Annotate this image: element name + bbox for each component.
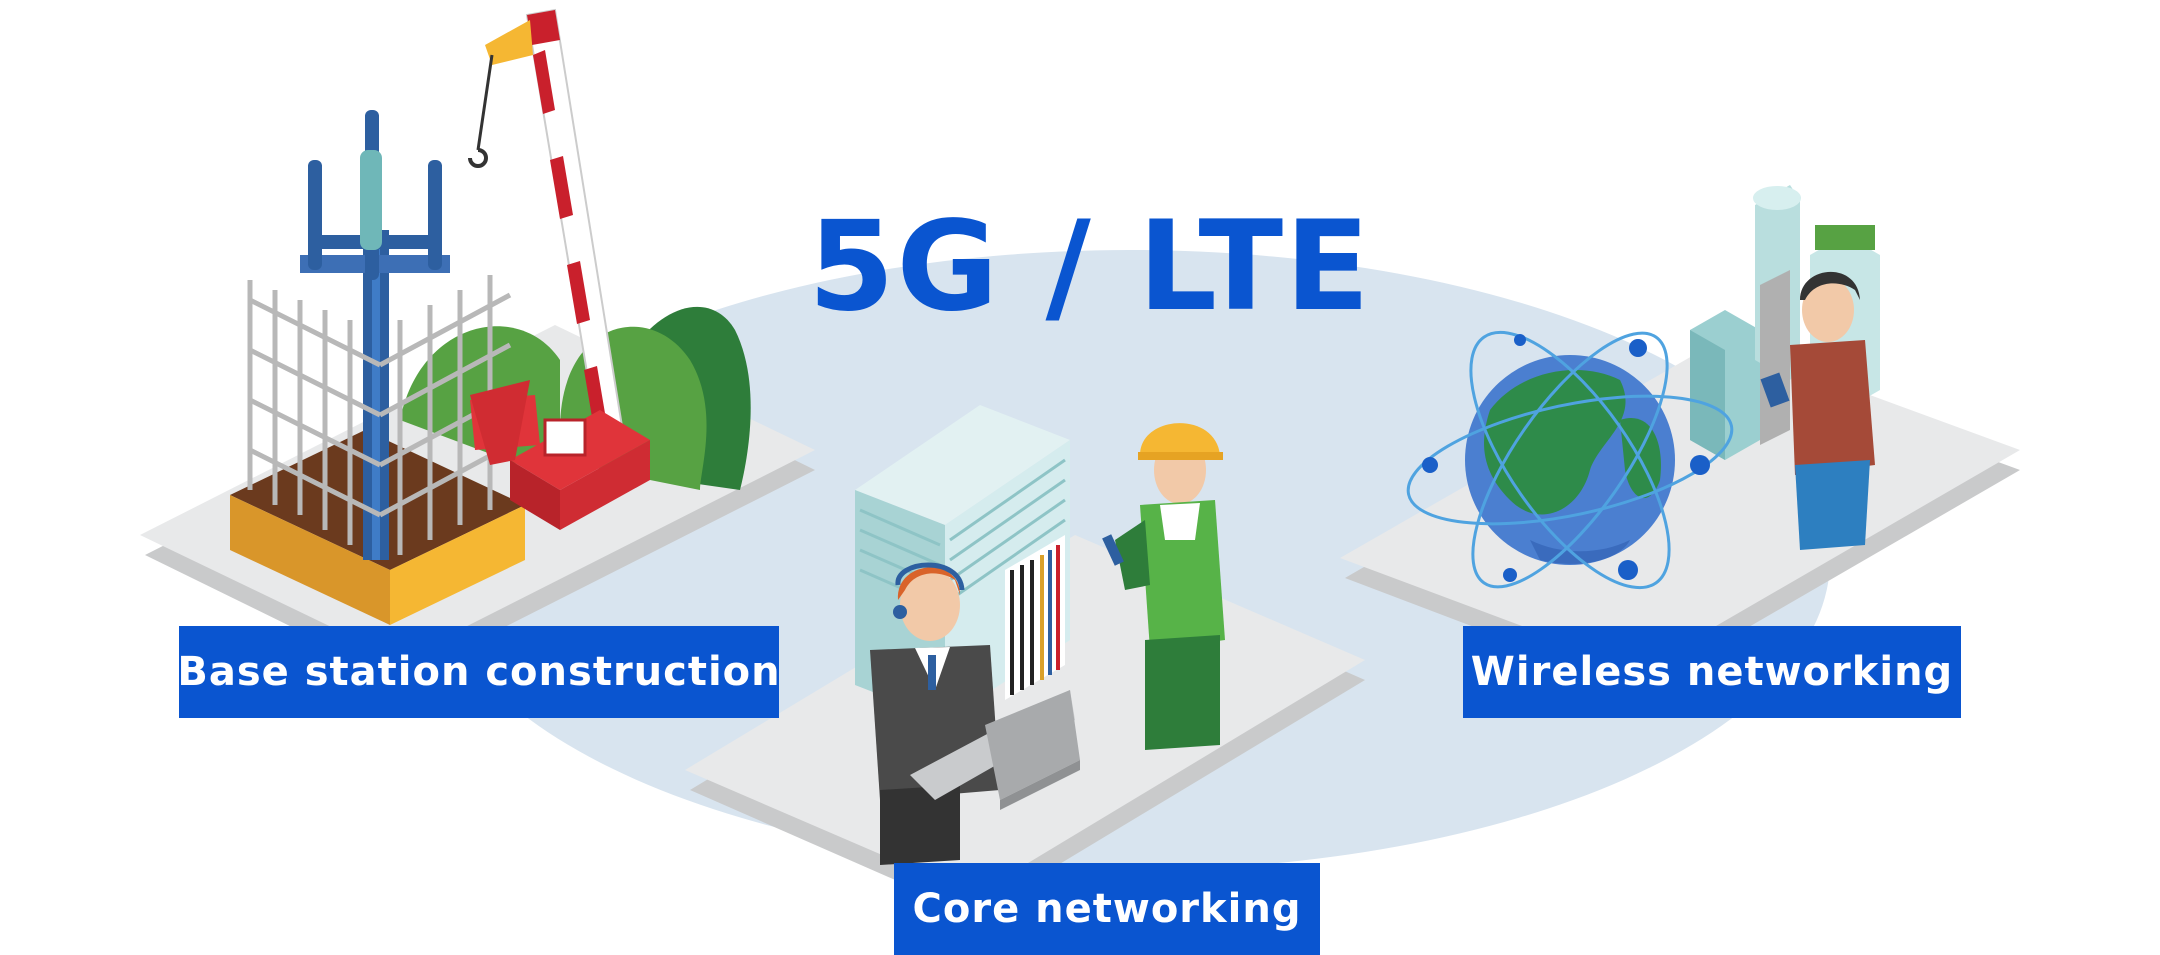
- laptop-icon: [910, 690, 1080, 810]
- orbit-icon: [1406, 330, 1734, 590]
- crane-icon: [468, 8, 627, 452]
- technician-with-hardhat-icon: [1102, 423, 1225, 750]
- globe-icon: [1465, 355, 1675, 565]
- label-base-station-construction: Base station construction: [177, 626, 780, 718]
- excavator-icon: [470, 380, 650, 530]
- person-with-tablet-icon: [1760, 271, 1875, 550]
- label-wireless-networking: Wireless networking: [1463, 626, 1961, 718]
- label-core-networking: Core networking: [894, 863, 1320, 955]
- cell-tower-icon: [300, 110, 450, 560]
- main-title: 5G / LTE: [808, 195, 1372, 339]
- rebar-cage: [247, 275, 512, 555]
- orbit-nodes: [1422, 334, 1710, 582]
